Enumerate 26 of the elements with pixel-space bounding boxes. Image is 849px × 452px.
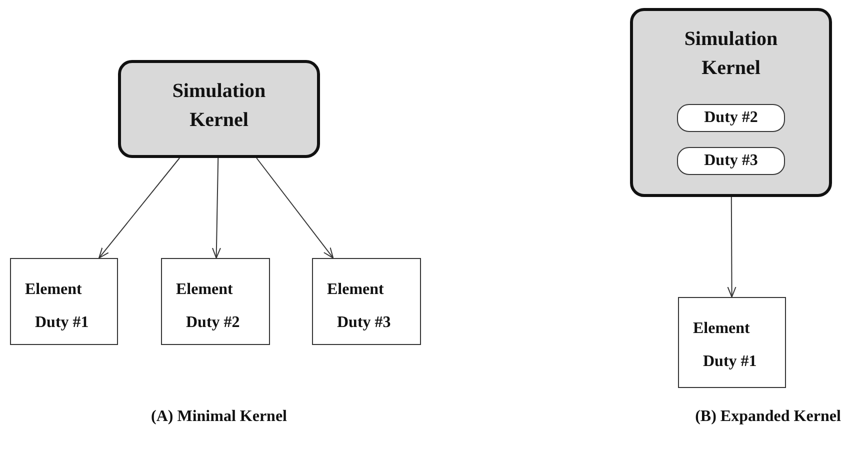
kernel-box <box>118 60 320 158</box>
node-label: Duty #3 <box>337 314 391 332</box>
arrow <box>256 158 334 258</box>
node-label: Element <box>25 281 82 299</box>
node-label: Duty #1 <box>35 314 89 332</box>
node-label: Element <box>176 281 233 299</box>
node-label: Duty #1 <box>703 353 757 371</box>
duty-pill <box>677 147 785 175</box>
node-label: Element <box>693 320 750 338</box>
arrow <box>212 158 221 258</box>
duty-label: Duty #3 <box>704 152 758 169</box>
node-label: Simulation Kernel <box>683 27 779 81</box>
caption-label: (A) Minimal Kernel <box>151 408 287 426</box>
duty-label: Duty #2 <box>704 109 758 126</box>
node-label: Simulation Kernel <box>171 79 267 133</box>
element-box <box>678 297 786 388</box>
element-box <box>312 258 421 345</box>
arrow <box>98 158 180 258</box>
element-box <box>10 258 118 345</box>
kernel-box <box>630 8 832 197</box>
node-label: Duty #2 <box>186 314 240 332</box>
arrow <box>727 196 736 298</box>
caption-label: (B) Expanded Kernel <box>695 408 841 426</box>
element-box <box>161 258 270 345</box>
node-label: Element <box>327 281 384 299</box>
duty-pill <box>677 104 785 132</box>
